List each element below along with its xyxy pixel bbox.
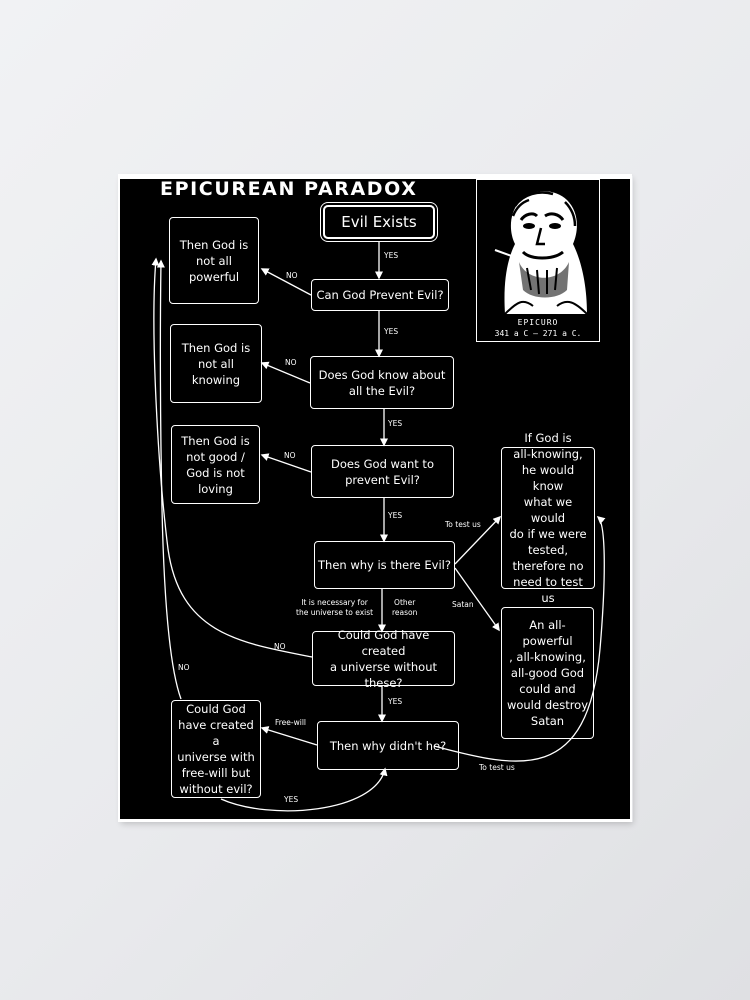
portrait-name: EPICURO <box>517 318 559 327</box>
label-yes-2: YES <box>384 327 399 336</box>
node-does-god-want: Does God want to prevent Evil? <box>311 445 454 498</box>
label-no-3: NO <box>284 451 296 460</box>
poster-title: EPICUREAN PARADOX <box>160 179 418 200</box>
node-why-didnt-he: Then why didn't he? <box>317 721 459 770</box>
edge-freewill-no-loop <box>156 259 182 700</box>
label-to-test-us-2: To test us <box>479 763 515 772</box>
edge-whyevil-test <box>454 515 502 565</box>
edge-whyevil-satan <box>454 567 500 632</box>
edge-know-no <box>260 361 311 384</box>
label-satan: Satan <box>452 600 474 609</box>
label-yes-1: YES <box>384 251 399 260</box>
label-yes-3: YES <box>388 419 403 428</box>
node-satan-answer: An all-powerful , all-knowing, all-good … <box>501 607 594 739</box>
node-freewill-question: Could God have created a universe with f… <box>171 700 261 798</box>
edge-want-no <box>260 453 312 473</box>
edge-prevent-no <box>260 268 312 296</box>
label-free-will: Free-will <box>275 718 307 727</box>
edge-whydidnt-freewill <box>260 726 318 746</box>
node-could-god-create-universe: Could God have created a universe withou… <box>312 628 455 690</box>
portrait-frame: EPICURO 341 a C — 271 a C. <box>476 179 600 342</box>
label-to-test-us-1: To test us <box>445 520 481 529</box>
label-no-1: NO <box>286 271 298 280</box>
label-no-4: NO <box>274 642 286 651</box>
edge-could-no-loop <box>151 257 313 658</box>
node-test-us-answer: If God is all-knowing, he would know wha… <box>501 431 595 605</box>
portrait-dates: 341 a C — 271 a C. <box>494 329 582 338</box>
label-yes-5: YES <box>388 697 403 706</box>
connector-layer <box>151 240 606 812</box>
node-not-all-knowing: Then God is not all knowing <box>170 324 262 403</box>
label-yes-4: YES <box>388 511 403 520</box>
flowchart-board: EPICUREAN PARADOX EPICURO 341 a C — 271 … <box>120 179 630 819</box>
node-not-good: Then God is not good / God is not loving <box>171 425 260 504</box>
epicurus-bust-image <box>494 191 588 314</box>
label-no-5: NO <box>178 663 190 672</box>
label-yes-6: YES <box>284 795 299 804</box>
node-does-god-know: Does God know about all the Evil? <box>310 356 454 409</box>
node-can-god-prevent: Can God Prevent Evil? <box>311 279 449 311</box>
node-evil-exists: Evil Exists <box>323 205 435 239</box>
node-not-all-powerful: Then God is not all powerful <box>169 217 259 304</box>
node-why-is-there-evil: Then why is there Evil? <box>314 541 455 589</box>
label-no-2: NO <box>285 358 297 367</box>
edge-freewill-yes-loop <box>220 767 388 812</box>
label-other-reason: Other reason <box>392 598 418 617</box>
label-necessary: It is necessary for the universe to exis… <box>296 598 374 617</box>
